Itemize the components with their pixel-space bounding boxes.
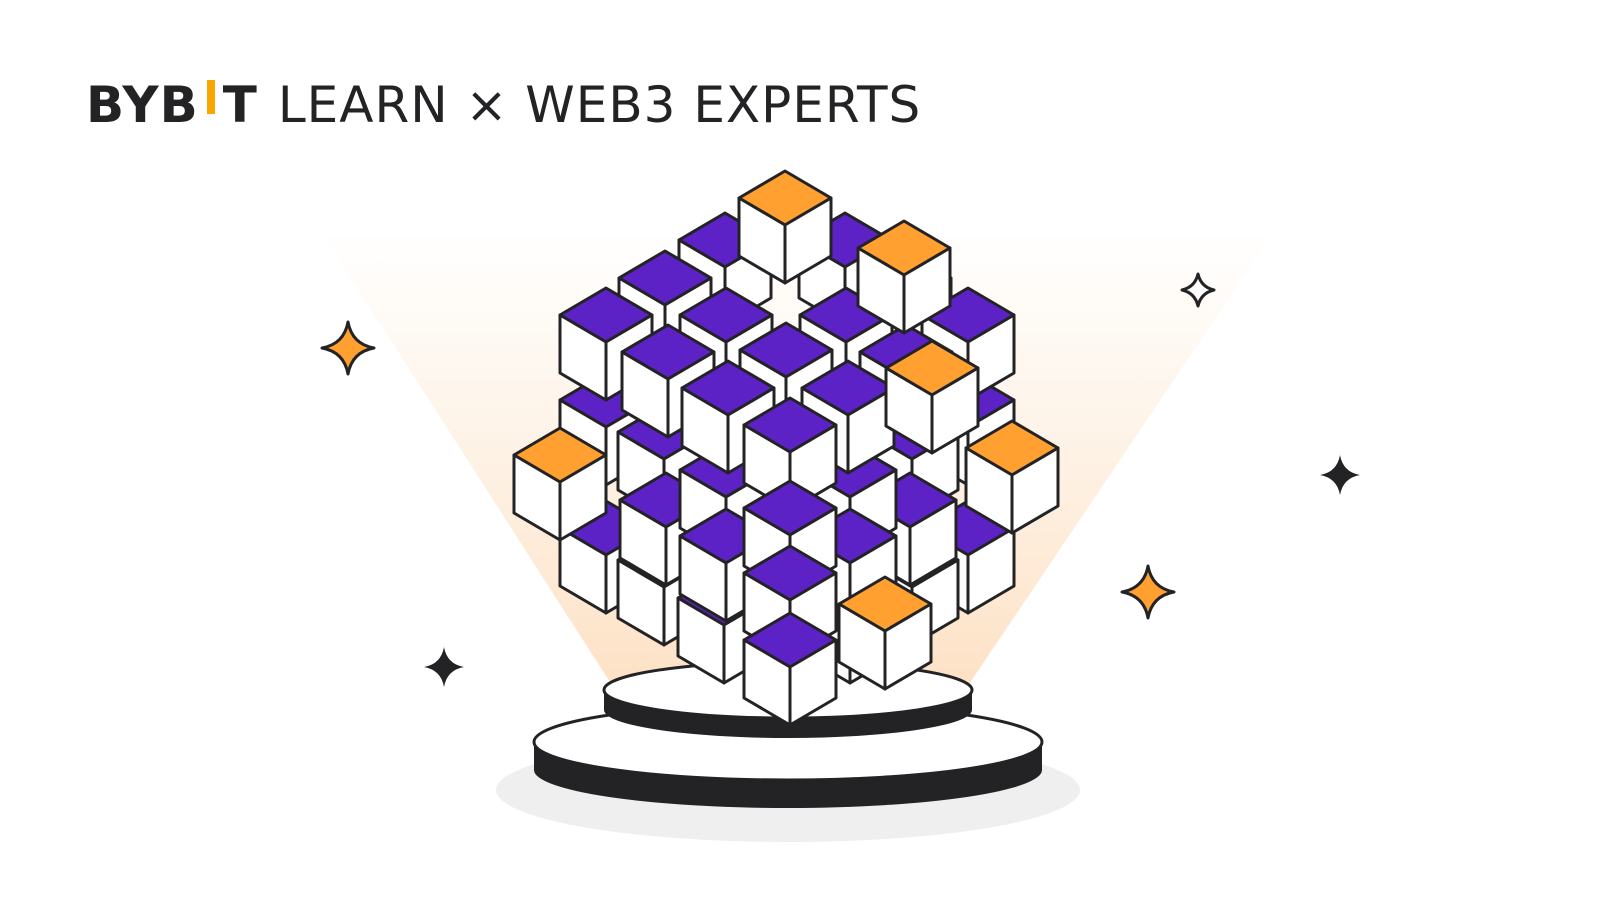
cube-icon — [737, 169, 833, 285]
cube-icon — [856, 219, 952, 335]
tagline: LEARN × WEB3 EXPERTS — [277, 76, 922, 134]
cube-icon — [964, 419, 1060, 535]
brand-prefix: BYB — [86, 76, 199, 134]
sparkle-icon — [1320, 455, 1360, 495]
cube-icon — [620, 323, 716, 439]
brand-suffix: T — [222, 76, 258, 134]
cube-icon — [742, 611, 838, 727]
sparkle-icon — [1180, 272, 1216, 308]
sparkle-icon — [424, 647, 464, 687]
podium-icon — [496, 660, 1080, 842]
cube-icon — [884, 339, 980, 455]
cube-cluster — [512, 169, 1060, 727]
cube-icon — [837, 575, 933, 691]
brand-i-bar — [206, 80, 215, 114]
sparkle-icon — [320, 320, 376, 376]
sparkle-icon — [1120, 564, 1176, 620]
cube-icon — [512, 426, 608, 542]
